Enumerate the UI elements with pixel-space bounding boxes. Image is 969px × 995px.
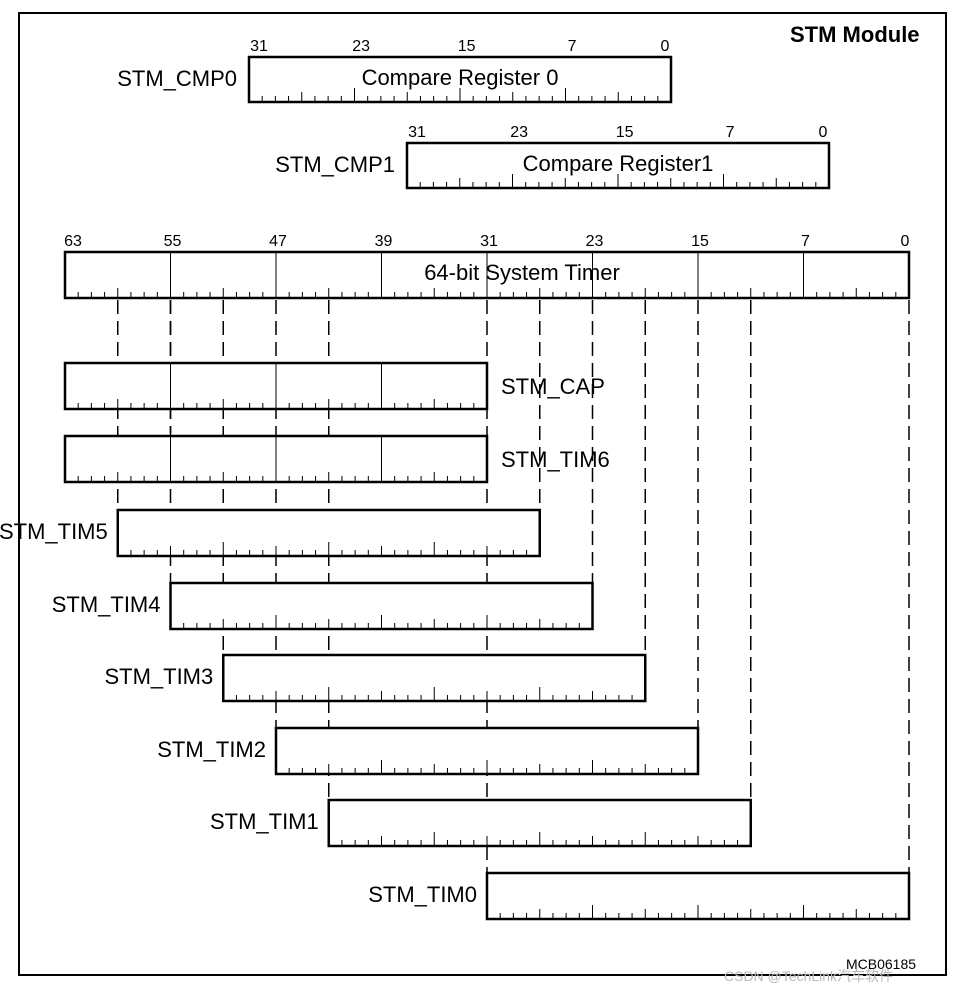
system-timer-bit-label: 47	[269, 233, 287, 250]
stm-tim3-name: STM_TIM3	[104, 664, 213, 689]
stm-tim4-name: STM_TIM4	[52, 592, 161, 617]
stm-cmp1-bit-label: 15	[616, 124, 634, 141]
figure-id: MCB06185	[846, 956, 917, 972]
stm-tim5-name: STM_TIM5	[0, 519, 108, 544]
stm-tim0-name: STM_TIM0	[368, 882, 477, 907]
system-timer-bit-label: 55	[164, 233, 182, 250]
stm-cmp0-bit-label: 15	[458, 38, 476, 55]
watermark: CSDN @TechLink汽车软件	[724, 968, 894, 984]
system-timer-label: 64-bit System Timer	[424, 260, 620, 285]
stm-cmp1-bit-label: 31	[408, 124, 426, 141]
stm-cmp1-bit-label: 23	[510, 124, 528, 141]
stm-tim1-name: STM_TIM1	[210, 809, 319, 834]
system-timer-bit-label: 63	[64, 233, 82, 250]
stm-cmp1-bit-label: 7	[726, 124, 735, 141]
stm-cmp0-bit-label: 7	[568, 38, 577, 55]
stm-cmp0-bit-label: 31	[250, 38, 268, 55]
system-timer-bit-label: 15	[691, 233, 709, 250]
system-timer-bit-label: 23	[586, 233, 604, 250]
stm-tim0-box	[485, 871, 911, 921]
stm-cmp1-label: Compare Register1	[523, 151, 714, 176]
system-timer-bit-label: 7	[801, 233, 810, 250]
stm-cmp0-bit-label: 0	[661, 38, 670, 55]
system-timer-bit-label: 0	[901, 233, 910, 250]
stm-cmp1-bit-label: 0	[819, 124, 828, 141]
stm-cmp0-bit-label: 23	[352, 38, 370, 55]
stm-cap-name: STM_CAP	[501, 374, 605, 399]
system-timer-bit-label: 31	[480, 233, 498, 250]
system-timer-bit-label: 39	[375, 233, 393, 250]
stm-tim2-name: STM_TIM2	[157, 737, 266, 762]
stm-cmp1-name: STM_CMP1	[275, 152, 395, 177]
stm-cmp0-label: Compare Register 0	[362, 65, 559, 90]
diagram-frame	[18, 12, 947, 976]
stm-tim6-name: STM_TIM6	[501, 447, 610, 472]
stm-cmp0-name: STM_CMP0	[117, 66, 237, 91]
diagram-title: STM Module	[790, 22, 920, 47]
